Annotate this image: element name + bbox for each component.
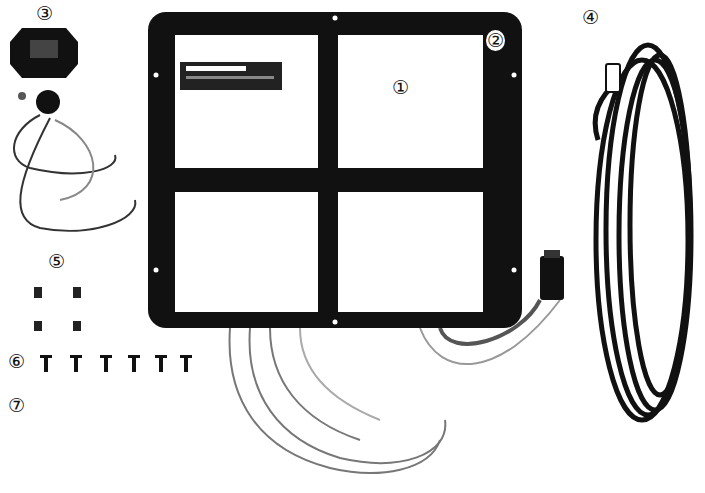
cord-plug xyxy=(606,64,620,92)
panel-wires xyxy=(230,328,446,473)
panel-screws xyxy=(154,16,517,325)
panel-sticker xyxy=(180,62,282,90)
wire xyxy=(20,118,135,231)
panel-window xyxy=(338,192,483,312)
panel-frame xyxy=(148,12,522,328)
cord-connector xyxy=(544,250,560,258)
screw-hole xyxy=(333,320,338,325)
screw xyxy=(40,355,52,372)
nut xyxy=(34,287,42,298)
callout-number: ② xyxy=(486,30,505,51)
callout-number: ① xyxy=(392,78,409,97)
screw xyxy=(100,355,112,372)
screw xyxy=(128,355,140,372)
panel-window xyxy=(175,192,318,312)
inlet-socket xyxy=(10,28,78,78)
panel-sticker xyxy=(186,66,246,71)
screw-hole xyxy=(154,73,159,78)
nut xyxy=(73,287,81,298)
screw xyxy=(180,355,192,372)
nuts xyxy=(34,287,81,331)
callout-number: ④ xyxy=(582,8,599,27)
switch-knob xyxy=(36,90,60,114)
screw-hole xyxy=(512,268,517,273)
nut xyxy=(34,321,42,331)
screw-hole xyxy=(512,73,517,78)
callout-number: ⑦ xyxy=(8,396,25,415)
inlet-switch xyxy=(10,28,135,231)
callout-number: ⑤ xyxy=(48,252,65,271)
cord-loop xyxy=(630,55,690,395)
screw xyxy=(155,355,167,372)
switch-nut xyxy=(18,92,26,100)
inlet-wires xyxy=(14,115,135,231)
power-cord xyxy=(595,45,691,420)
inlet-socket xyxy=(30,40,58,58)
wire xyxy=(250,328,446,463)
wire xyxy=(270,328,360,440)
panel-sticker xyxy=(186,76,274,79)
wire xyxy=(55,120,93,200)
screw xyxy=(70,355,82,372)
wire xyxy=(230,328,440,473)
panel-window xyxy=(338,35,483,168)
callout-number: ③ xyxy=(36,4,53,23)
wire xyxy=(300,328,380,420)
nut xyxy=(73,321,81,331)
cord-connector xyxy=(540,256,564,300)
screws xyxy=(40,355,192,372)
screw-hole xyxy=(333,16,338,21)
callout-number: ⑥ xyxy=(8,352,25,371)
cord-loop xyxy=(606,45,690,415)
panel-window xyxy=(175,35,318,168)
screw-hole xyxy=(154,268,159,273)
